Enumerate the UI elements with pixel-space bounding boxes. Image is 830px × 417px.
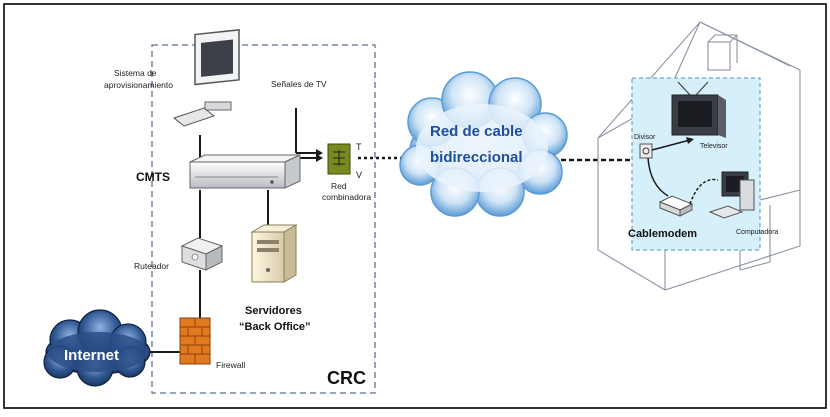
connection-lines [150, 108, 320, 353]
cable-network-cloud-icon [399, 71, 568, 217]
splitter-label: Divisor [634, 134, 656, 141]
outer-frame [3, 3, 827, 409]
cmts-arrowhead [316, 154, 323, 162]
router-icon [180, 237, 224, 271]
computer-label: Computadora [736, 229, 779, 236]
cmts-device-icon [189, 154, 301, 189]
tv-signals-label: Señales de TV [271, 79, 327, 89]
router-label: Ruteador [134, 261, 169, 271]
modem-computer-link [689, 178, 719, 205]
cmts-label: CMTS [136, 170, 170, 184]
splitter-modem-line [647, 157, 669, 197]
cablemodem-icon [658, 195, 694, 217]
servers-label-1: Servidores [245, 305, 302, 317]
internet-label: Internet [64, 347, 119, 364]
television-icon [671, 81, 726, 138]
cablemodem-label: Cablemodem [628, 228, 697, 240]
crc-region [151, 44, 376, 394]
internet-cloud-icon [43, 309, 151, 387]
splitter-tv-line [651, 139, 691, 151]
provisioning-computer-icon [172, 29, 240, 127]
servers-label-2: “Back Office” [239, 321, 311, 333]
television-label: Televisor [700, 143, 728, 150]
cable-network-label-2: bidireccional [430, 149, 523, 166]
firewall-icon [179, 317, 211, 365]
provisioning-label-2: aprovisionamiento [104, 80, 173, 90]
splitter-tv-arrowhead [686, 137, 694, 144]
combiner-port-v: V [356, 170, 362, 180]
server-icon [250, 224, 298, 283]
computer-icon [708, 171, 755, 219]
combiner-icon [327, 143, 351, 175]
firewall-label: Firewall [216, 360, 245, 370]
crc-label: CRC [327, 368, 366, 388]
provisioning-label-1: Sistema de [114, 68, 157, 78]
splitter-icon [639, 143, 653, 159]
cable-network-label-1: Red de cable [430, 123, 523, 140]
combiner-label-2: combinadora [322, 192, 371, 202]
combiner-label-1: Red [331, 181, 347, 191]
combiner-port-t: T [356, 142, 362, 152]
